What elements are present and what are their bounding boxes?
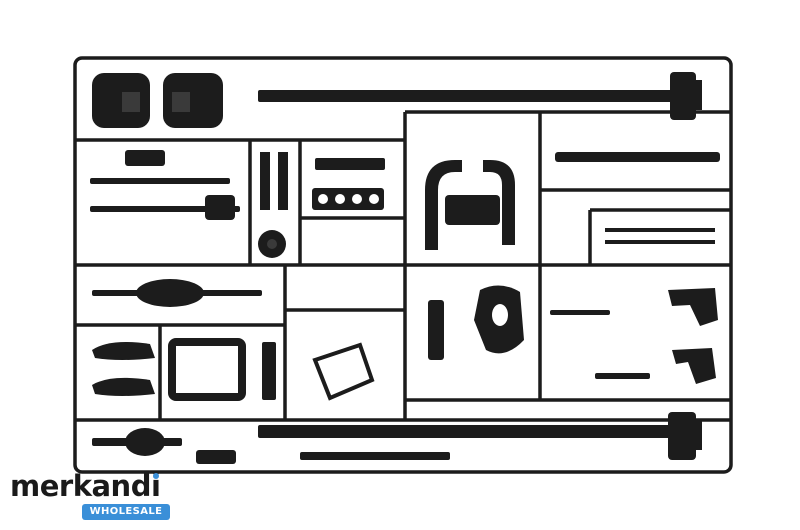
brand-name: merkandi <box>10 469 161 503</box>
brand-dot <box>153 473 159 479</box>
sprue-parts <box>90 72 720 464</box>
watermark-logo: merkandi WHOLESALE <box>10 470 170 522</box>
wholesale-badge: WHOLESALE <box>82 504 170 520</box>
